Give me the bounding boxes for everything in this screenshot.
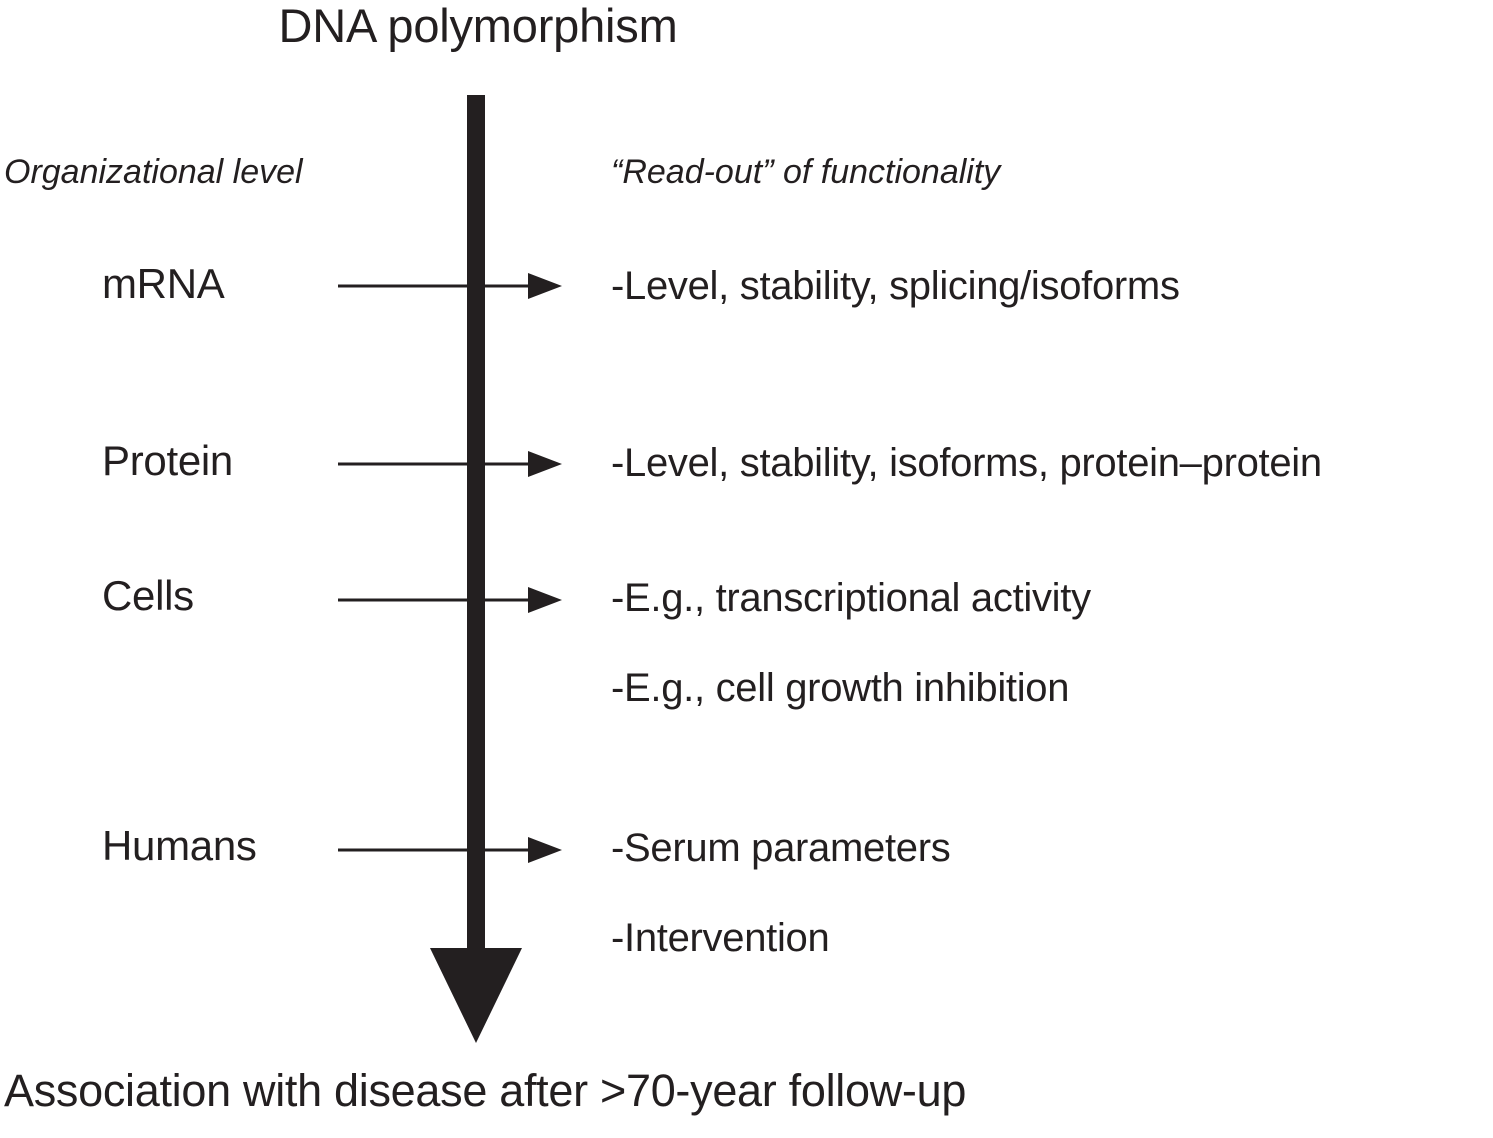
level-label-mrna: mRNA <box>102 260 225 307</box>
level-label-humans: Humans <box>102 822 257 869</box>
level-label-cells: Cells <box>102 572 194 619</box>
column-header-organizational-level: Organizational level <box>4 153 303 191</box>
readout-humans-2: -Intervention <box>611 916 830 960</box>
level-label-protein: Protein <box>102 437 233 484</box>
readout-humans-1: -Serum parameters <box>611 826 951 870</box>
readout-mrna-1: -Level, stability, splicing/isoforms <box>611 264 1180 308</box>
column-header-readout-of-functionality: “Read-out” of functionality <box>611 153 1001 191</box>
readout-cells-2: -E.g., cell growth inhibition <box>611 666 1070 710</box>
figure-title: DNA polymorphism <box>278 0 678 52</box>
readout-protein-1: -Level, stability, isoforms, protein–pro… <box>611 441 1322 485</box>
readout-cells-1: -E.g., transcriptional activity <box>611 576 1091 620</box>
figure-caption: Association with disease after >70-year … <box>4 1065 967 1116</box>
